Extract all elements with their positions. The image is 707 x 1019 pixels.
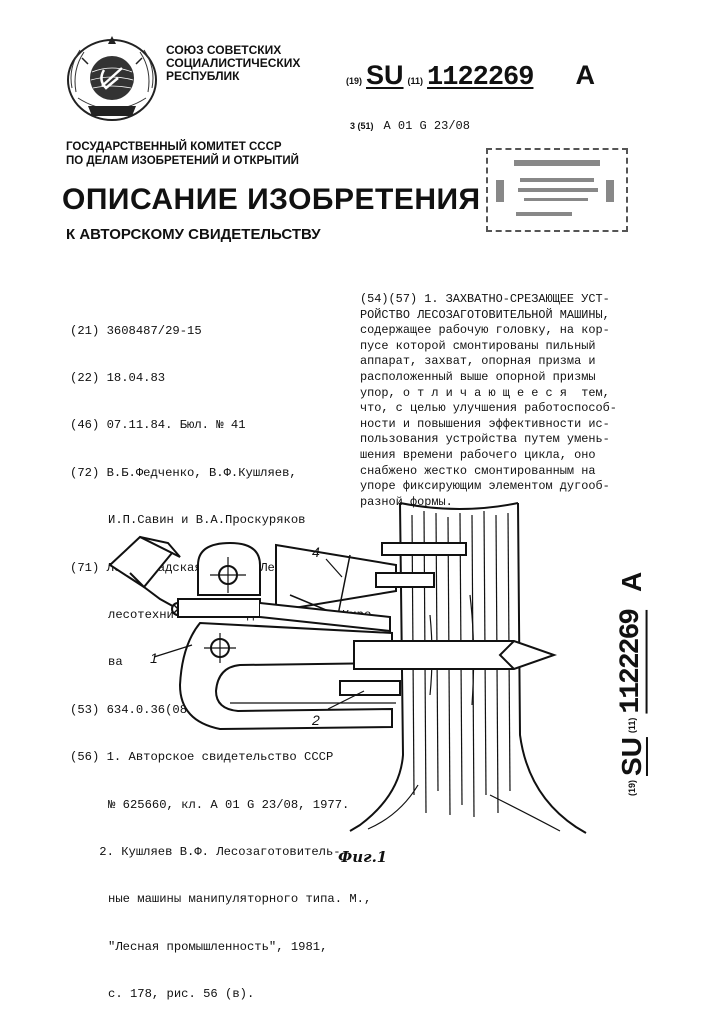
claim-line: пользования устройства путем умень-	[360, 432, 617, 448]
country-code: SU	[366, 60, 404, 90]
side-kind: A	[616, 572, 647, 592]
kind-code: A	[575, 60, 595, 90]
biblio-line: с. 178, рис. 56 (в).	[70, 987, 379, 1003]
claim-line: РОЙСТВО ЛЕСОЗАГОТОВИТЕЛЬНОЙ МАШИНЫ,	[360, 308, 617, 324]
code-19: (19)	[346, 76, 362, 86]
side-country: SU	[616, 737, 647, 776]
claim-line: шения времени рабочего цикла, оно	[360, 448, 617, 464]
biblio-line: (21) 3608487/29-15	[70, 324, 379, 340]
biblio-line: (46) 07.11.84. Бюл. № 41	[70, 418, 379, 434]
technical-drawing	[100, 495, 610, 875]
side-code-11: (11)	[627, 718, 637, 734]
figure-caption: Фиг.1	[338, 848, 387, 866]
claim-line: ности и повышения эффективности ис-	[360, 417, 617, 433]
biblio-line: "Лесная промышленность", 1981,	[70, 940, 379, 956]
biblio-line: (72) В.Б.Федченко, В.Ф.Кушляев,	[70, 466, 379, 482]
claim-line: аппарат, захват, опорная призма и	[360, 354, 617, 370]
publication-number: (19) SU (11) 1122269 A	[346, 60, 595, 93]
claim-line: что, с целью улучшения работоспособ-	[360, 401, 617, 417]
committee-line-2: ПО ДЕЛАМ ИЗОБРЕТЕНИЙ И ОТКРЫТИЙ	[66, 154, 299, 168]
biblio-line: (22) 18.04.83	[70, 371, 379, 387]
ipc-classification: 3 (51) A 01 G 23/08	[350, 116, 470, 134]
committee-line-1: ГОСУДАРСТВЕННЫЙ КОМИТЕТ СССР	[66, 140, 299, 154]
ussr-emblem-icon	[58, 28, 166, 126]
ipc-prefix: 3 (51)	[350, 121, 374, 131]
biblio-line: ные машины манипуляторного типа. М.,	[70, 892, 379, 908]
committee: ГОСУДАРСТВЕННЫЙ КОМИТЕТ СССР ПО ДЕЛАМ ИЗ…	[66, 140, 299, 168]
side-code-19: (19)	[627, 780, 637, 796]
document-subtitle: К АВТОРСКОМУ СВИДЕТЕЛЬСТВУ	[66, 226, 321, 243]
code-11: (11)	[408, 76, 424, 86]
claim-line: упор, о т л и ч а ю щ е е с я тем,	[360, 386, 617, 402]
label-2: 2	[312, 712, 320, 728]
side-publication-number: (19) SU (11) 1122269 A	[616, 506, 648, 796]
patent-number: 1122269	[427, 63, 533, 93]
claim-line: (54)(57) 1. ЗАХВАТНО-СРЕЗАЮЩЕЕ УСТ-	[360, 292, 617, 308]
claim-line: расположенный выше опорной призмы	[360, 370, 617, 386]
union-name: СОЮЗ СОВЕТСКИХ СОЦИАЛИСТИЧЕСКИХ РЕСПУБЛИ…	[166, 44, 300, 83]
ipc-code: A 01 G 23/08	[384, 119, 470, 133]
library-stamp	[486, 148, 628, 232]
claim-line: снабжено жестко смонтированным на	[360, 464, 617, 480]
label-1: 1	[150, 650, 158, 666]
claim-line: упоре фиксирующим элементом дугооб-	[360, 479, 617, 495]
side-number: 1122269	[616, 610, 647, 714]
union-line-3: РЕСПУБЛИК	[166, 70, 300, 83]
claim-line: пусе которой смонтированы пильный	[360, 339, 617, 355]
claim-line: содержащее рабочую головку, на кор-	[360, 323, 617, 339]
claim-text: (54)(57) 1. ЗАХВАТНО-СРЕЗАЮЩЕЕ УСТ- РОЙС…	[360, 292, 617, 510]
label-4: 4	[312, 544, 320, 560]
document-title: ОПИСАНИЕ ИЗОБРЕТЕНИЯ	[62, 183, 481, 217]
